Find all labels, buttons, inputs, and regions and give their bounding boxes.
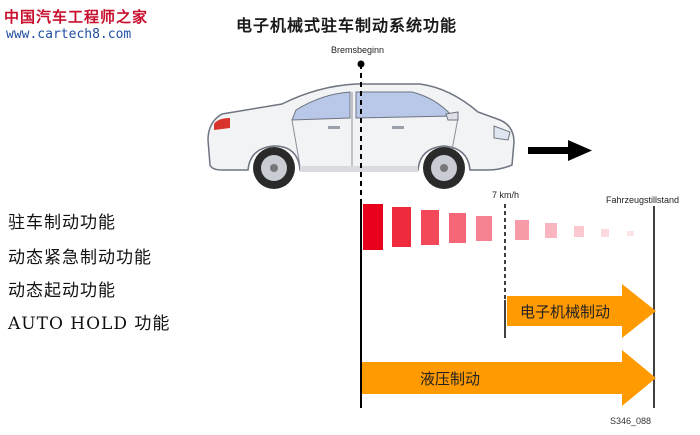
- figure-code: S346_088: [610, 416, 652, 426]
- brake-force-bars: [363, 204, 634, 250]
- function-item-parking-brake: 驻车制动功能: [8, 213, 116, 233]
- brake-start-label: Bremsbeginn: [331, 45, 385, 55]
- diagram-title: 电子机械式驻车制动系统功能: [236, 16, 458, 35]
- function-item-dynamic-start: 动态起动功能: [8, 281, 116, 301]
- hydraulic-arrow-label: 液压制动: [420, 370, 481, 388]
- function-item-dynamic-emergency-brake: 动态紧急制动功能: [8, 248, 152, 268]
- hydraulic-arrow: [362, 350, 656, 406]
- speed-mark-label: 7 km/h: [492, 190, 520, 200]
- electromechanical-arrow-label: 电子机械制动: [520, 303, 611, 321]
- rear-wheel: [253, 147, 295, 189]
- brake-start-dot: [357, 60, 365, 68]
- motion-direction-arrow: [528, 140, 592, 161]
- watermark-site-name: 中国汽车工程师之家: [4, 8, 149, 26]
- electromechanical-arrow: [507, 284, 656, 338]
- front-wheel: [423, 147, 465, 189]
- standstill-label: Fahrzeugstillstand: [606, 195, 680, 205]
- watermark-url: www.cartech8.com: [6, 27, 132, 42]
- function-item-auto-hold: AUTO HOLD 功能: [8, 314, 171, 334]
